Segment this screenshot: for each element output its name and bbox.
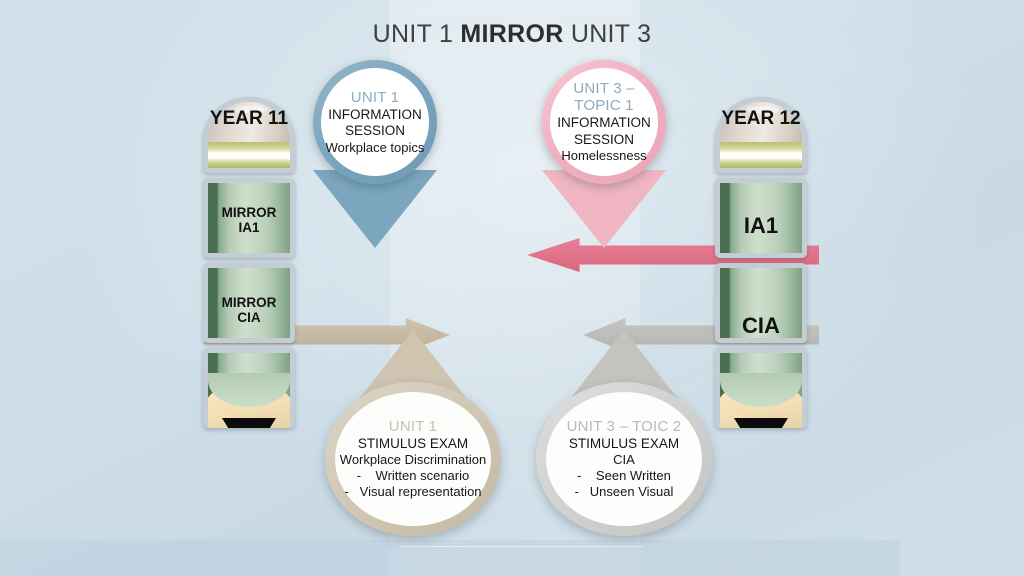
pencil-left-seg2-line1: MIRROR bbox=[221, 295, 277, 310]
pin-circle-ring: UNIT 3 – TOPIC 1 INFORMATION SESSION Hom… bbox=[542, 60, 666, 184]
pencil-right-seg2-label: CIA bbox=[742, 313, 780, 338]
title-part-2: UNIT 3 bbox=[563, 20, 652, 48]
ferrule-band bbox=[208, 142, 290, 168]
pencil-body-fill bbox=[208, 268, 290, 338]
drop-gray-line2: STIMULUS EXAM bbox=[568, 435, 680, 451]
drop-tan-bullet-1: - Written scenario bbox=[356, 467, 470, 483]
pencil-left-seg2-labels: MIRROR CIA bbox=[203, 295, 295, 325]
pin-pink-line3: Homelessness bbox=[561, 148, 647, 164]
pencil-right-seg1-label: IA1 bbox=[743, 213, 779, 238]
eraser-gloss bbox=[234, 106, 268, 113]
pin-blue-line2: INFORMATION SESSION bbox=[328, 106, 422, 139]
pencil-year-12: YEAR 12 IA1 CIA bbox=[715, 97, 807, 428]
pencil-segment-mirror-ia1 bbox=[203, 178, 295, 258]
pin-pink-heading: UNIT 3 – TOPIC 1 bbox=[573, 80, 635, 115]
title-part-1: UNIT 1 bbox=[372, 20, 461, 48]
pin-circle-ring: UNIT 1 INFORMATION SESSION Workplace top… bbox=[313, 60, 437, 184]
drop-gray-heading: UNIT 3 – TOIC 2 bbox=[566, 417, 682, 435]
drop-tan-line3: Workplace Discrimination bbox=[339, 452, 487, 468]
drop-tan-heading: UNIT 1 bbox=[388, 417, 438, 435]
pin-content: UNIT 1 INFORMATION SESSION Workplace top… bbox=[321, 68, 429, 176]
drop-gray-line3: CIA bbox=[613, 452, 635, 468]
pencil-left-seg2-line2: CIA bbox=[237, 309, 261, 325]
pencil-left-year-label: YEAR 11 bbox=[209, 108, 289, 129]
drop-unit-1-stimulus-exam[interactable]: UNIT 1 STIMULUS EXAM Workplace Discrimin… bbox=[325, 320, 501, 536]
pencil-tip-left bbox=[203, 348, 295, 428]
pencil-graphite-point bbox=[222, 418, 276, 428]
drop-tan-line2: STIMULUS EXAM bbox=[357, 435, 469, 451]
page-title: UNIT 1 MIRROR UNIT 3 bbox=[0, 20, 1024, 49]
pencil-left-seg1-labels: MIRROR IA1 bbox=[203, 205, 295, 235]
drop-tan-bullet-2: - Visual representation bbox=[344, 484, 482, 500]
drop-circle-ring: UNIT 1 STIMULUS EXAM Workplace Discrimin… bbox=[325, 382, 501, 536]
pencil-segment-mirror-cia bbox=[203, 263, 295, 343]
drop-unit-3-topic-2-stimulus-exam[interactable]: UNIT 3 – TOIC 2 STIMULUS EXAM CIA - Seen… bbox=[536, 320, 712, 536]
ferrule-band bbox=[720, 142, 802, 168]
pencil-left-seg1-line1: MIRROR bbox=[221, 205, 277, 220]
drop-content: UNIT 1 STIMULUS EXAM Workplace Discrimin… bbox=[335, 392, 491, 526]
pencil-eraser-left bbox=[203, 97, 295, 173]
pin-content: UNIT 3 – TOPIC 1 INFORMATION SESSION Hom… bbox=[550, 68, 658, 176]
drop-circle-ring: UNIT 3 – TOIC 2 STIMULUS EXAM CIA - Seen… bbox=[536, 382, 712, 536]
title-bold-mirror: MIRROR bbox=[460, 20, 564, 48]
drop-gray-bullet-2: - Unseen Visual bbox=[574, 484, 674, 500]
eraser-gloss bbox=[746, 106, 780, 113]
drop-gray-bullet-1: - Seen Written bbox=[577, 467, 671, 483]
pencil-right-year-label: YEAR 12 bbox=[721, 108, 801, 129]
pin-unit-3-topic-1-information-session[interactable]: UNIT 3 – TOPIC 1 INFORMATION SESSION Hom… bbox=[542, 60, 666, 260]
pin-blue-heading: UNIT 1 bbox=[350, 88, 400, 106]
pencil-body-fill bbox=[720, 183, 802, 253]
pencil-eraser-right bbox=[715, 97, 807, 173]
drop-content: UNIT 3 – TOIC 2 STIMULUS EXAM CIA - Seen… bbox=[546, 392, 702, 526]
pencil-graphite-point bbox=[734, 418, 788, 428]
pin-blue-line3: Workplace topics bbox=[325, 139, 425, 155]
pencil-body-fill bbox=[208, 183, 290, 253]
pin-unit-1-information-session[interactable]: UNIT 1 INFORMATION SESSION Workplace top… bbox=[313, 60, 437, 260]
pencil-body-fill bbox=[720, 268, 802, 338]
pencil-segment-ia1 bbox=[715, 178, 807, 258]
pencil-segment-cia bbox=[715, 263, 807, 343]
pencil-left-seg1-line2: IA1 bbox=[238, 219, 260, 235]
pin-pink-line2: INFORMATION SESSION bbox=[557, 115, 651, 147]
pencil-tip-right bbox=[715, 348, 807, 428]
pencil-year-11: YEAR 11 MIRROR IA1 MIRROR CIA bbox=[203, 97, 295, 428]
background-divider-line bbox=[398, 546, 643, 547]
